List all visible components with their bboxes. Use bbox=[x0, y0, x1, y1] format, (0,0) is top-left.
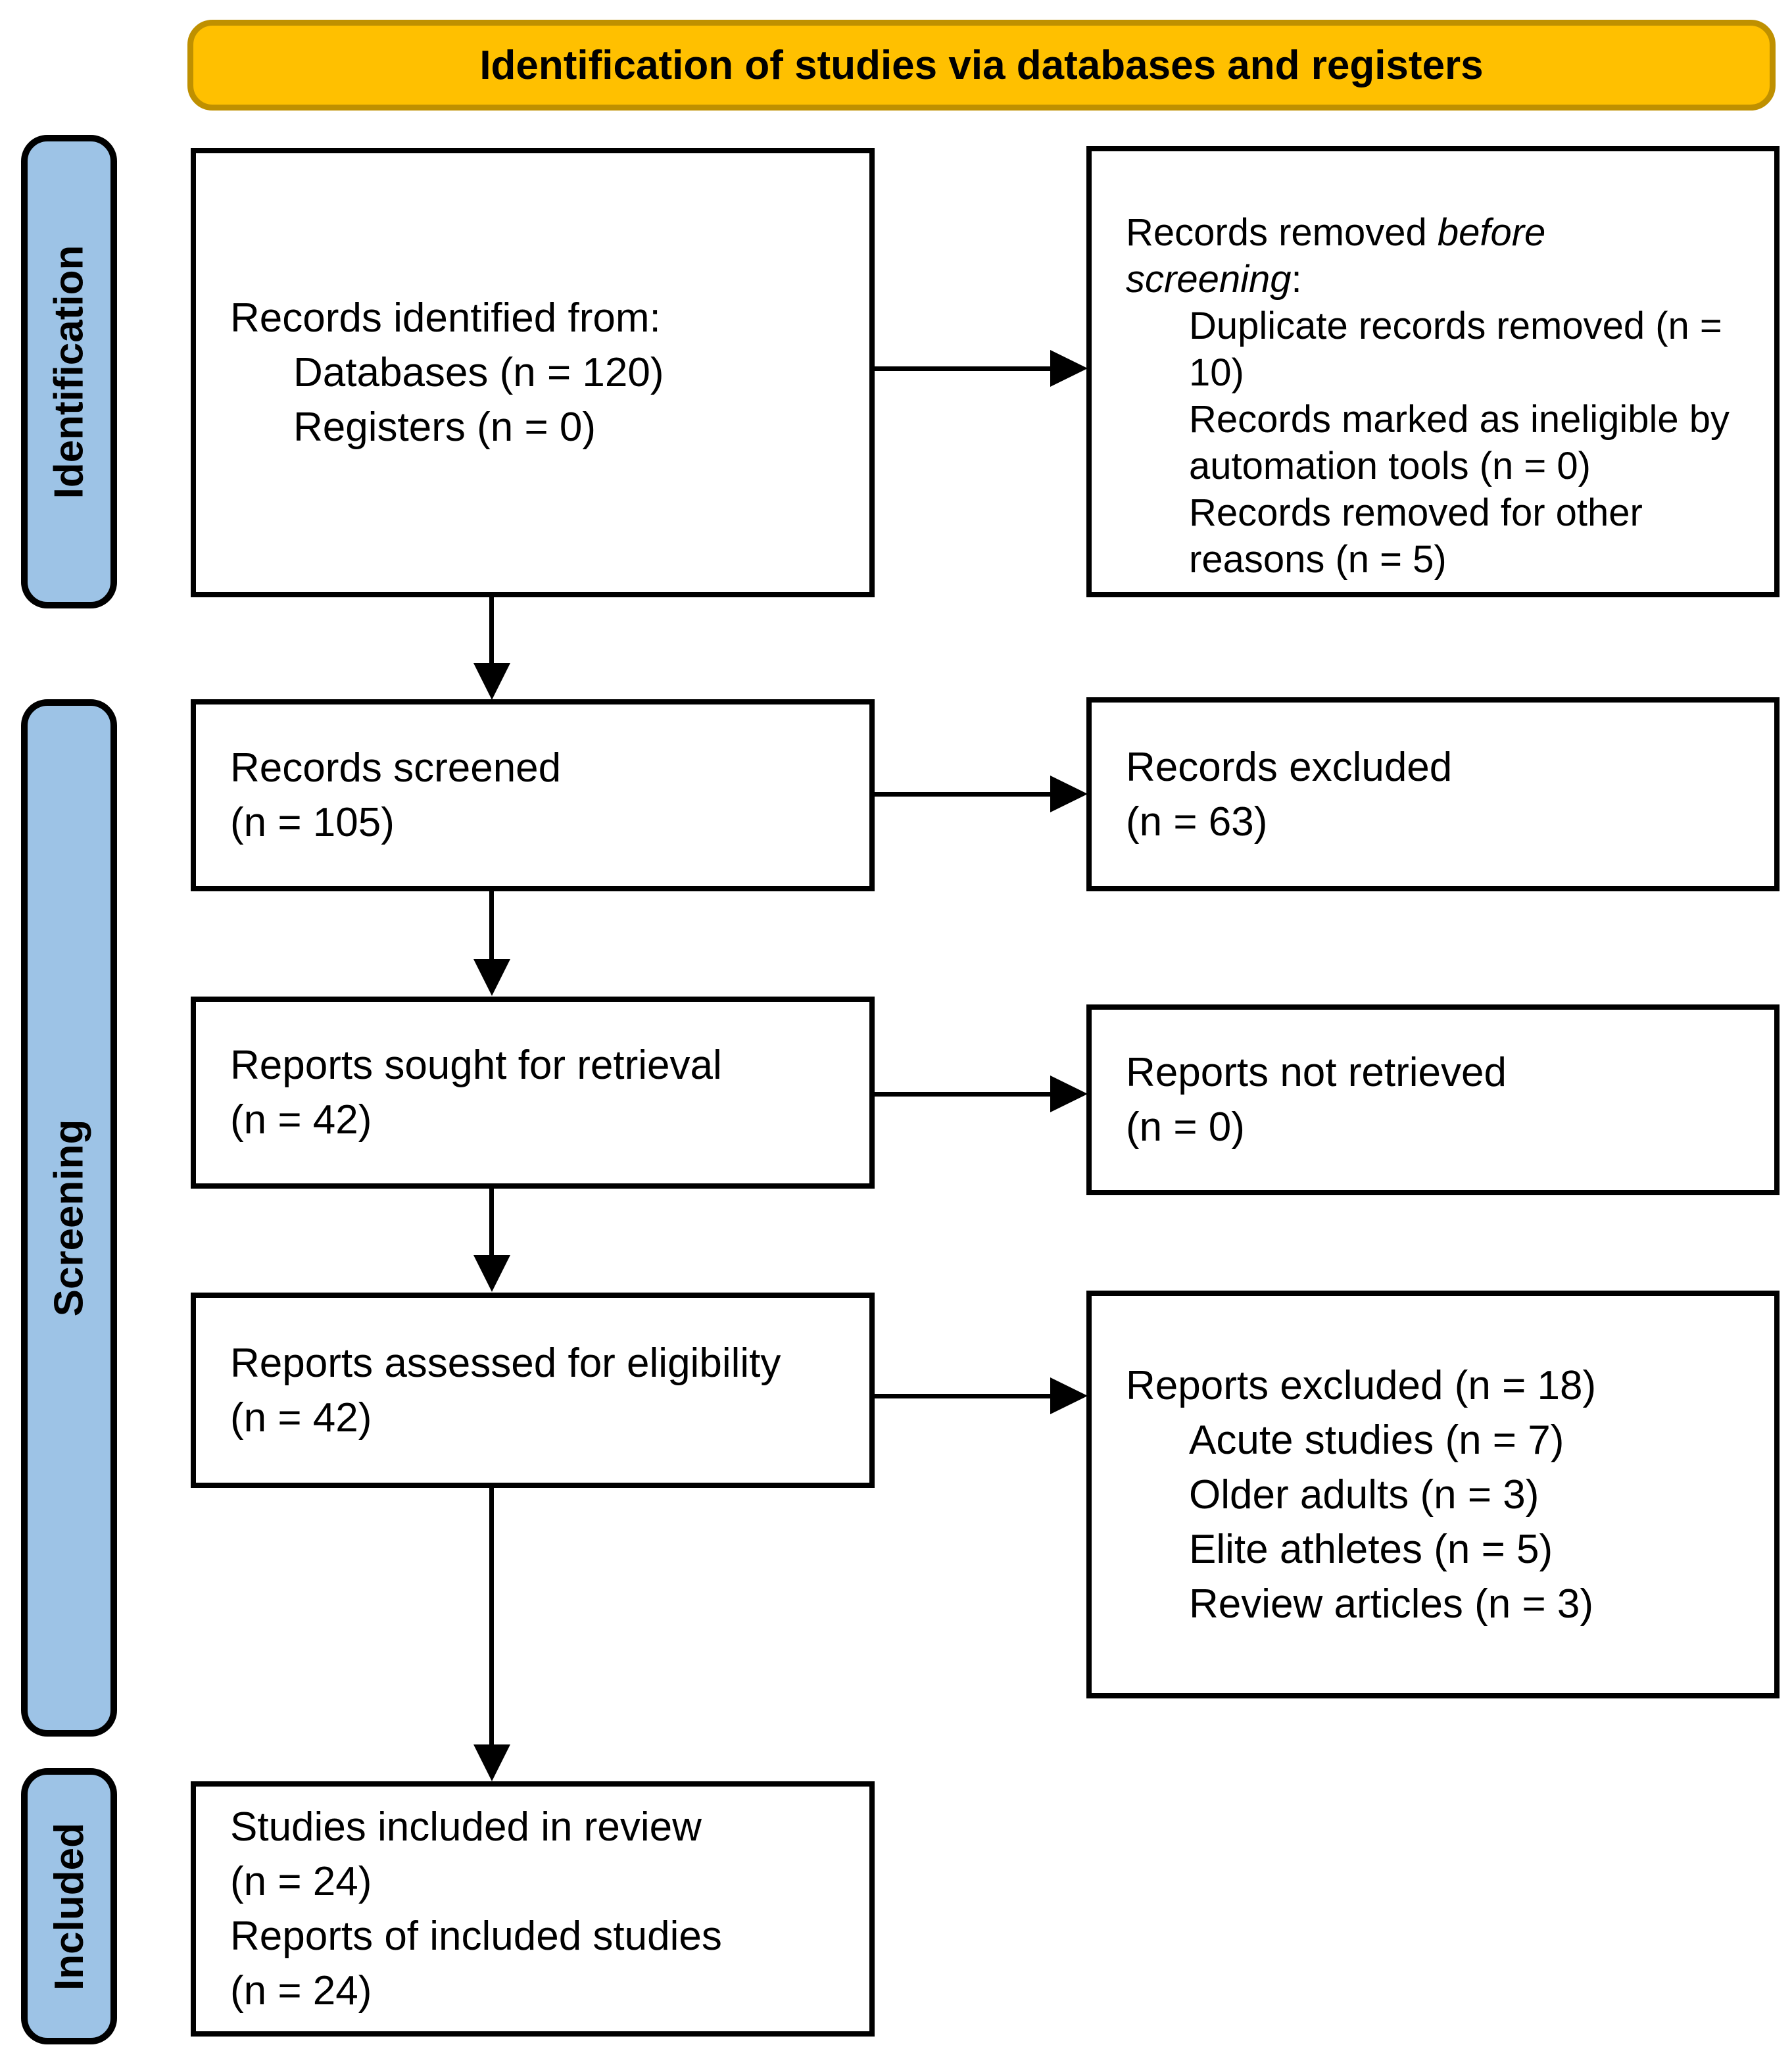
reports-sought-line: (n = 42) bbox=[230, 1097, 372, 1143]
records-excluded-line: Records excluded bbox=[1126, 744, 1453, 790]
records-removed-item: Records marked as ineligible by automati… bbox=[1189, 398, 1730, 487]
records-identified-item: Databases (n = 120) bbox=[293, 350, 664, 395]
stage-included: Included bbox=[21, 1768, 117, 2044]
reports-excluded-item: Acute studies (n = 7) bbox=[1189, 1417, 1564, 1463]
box-records-identified: Records identified from: Databases (n = … bbox=[191, 148, 875, 597]
box-reports-not-retrieved: Reports not retrieved (n = 0) bbox=[1086, 1004, 1780, 1195]
studies-included-line: Studies included in review bbox=[230, 1804, 702, 1850]
records-excluded-line: (n = 63) bbox=[1126, 799, 1268, 845]
stage-identification: Identification bbox=[21, 135, 117, 608]
arrowhead-down-icon bbox=[473, 663, 510, 700]
box-records-excluded: Records excluded (n = 63) bbox=[1086, 697, 1780, 891]
reports-not-retrieved-line: (n = 0) bbox=[1126, 1104, 1245, 1150]
reports-not-retrieved-line: Reports not retrieved bbox=[1126, 1050, 1507, 1095]
box-records-removed: Records removed before screening: Duplic… bbox=[1086, 146, 1780, 597]
reports-excluded-item: Review articles (n = 3) bbox=[1189, 1581, 1594, 1627]
stage-screening-label: Screening bbox=[46, 1119, 92, 1317]
arrowhead-down-icon bbox=[473, 959, 510, 996]
box-records-screened: Records screened (n = 105) bbox=[191, 699, 875, 891]
box-studies-included: Studies included in review (n = 24) Repo… bbox=[191, 1781, 875, 2037]
studies-included-line: Reports of included studies bbox=[230, 1914, 722, 1959]
records-removed-item: Records removed for other reasons (n = 5… bbox=[1189, 491, 1643, 581]
records-screened-line: Records screened bbox=[230, 745, 562, 791]
reports-excluded-intro: Reports excluded (n = 18) bbox=[1126, 1362, 1597, 1408]
stage-identification-label: Identification bbox=[46, 245, 92, 499]
header-title: Identification of studies via databases … bbox=[479, 42, 1484, 88]
studies-included-line: (n = 24) bbox=[230, 1968, 372, 2014]
reports-excluded-item: Older adults (n = 3) bbox=[1189, 1471, 1539, 1518]
box-reports-assessed: Reports assessed for eligibility (n = 42… bbox=[191, 1293, 875, 1488]
arrowhead-right-icon bbox=[1050, 350, 1088, 387]
reports-sought-line: Reports sought for retrieval bbox=[230, 1043, 722, 1088]
header-banner: Identification of studies via databases … bbox=[187, 20, 1776, 111]
stage-screening: Screening bbox=[21, 699, 117, 1737]
reports-excluded-item: Elite athletes (n = 5) bbox=[1189, 1526, 1553, 1572]
records-identified-item: Registers (n = 0) bbox=[293, 405, 596, 450]
box-reports-sought: Reports sought for retrieval (n = 42) bbox=[191, 997, 875, 1189]
reports-assessed-line: (n = 42) bbox=[230, 1395, 372, 1441]
stage-included-label: Included bbox=[46, 1822, 92, 1990]
arrowhead-right-icon bbox=[1050, 1377, 1088, 1414]
arrowhead-down-icon bbox=[473, 1255, 510, 1292]
records-removed-intro-line2: screening: bbox=[1126, 258, 1302, 301]
arrowhead-right-icon bbox=[1050, 1075, 1088, 1112]
box-reports-excluded: Reports excluded (n = 18) Acute studies … bbox=[1086, 1291, 1780, 1698]
records-removed-item: Duplicate records removed (n = 10) bbox=[1189, 305, 1722, 394]
reports-assessed-line: Reports assessed for eligibility bbox=[230, 1340, 781, 1386]
records-removed-intro-line1: Records removed before bbox=[1126, 211, 1546, 254]
records-identified-intro: Records identified from: bbox=[230, 295, 661, 341]
arrowhead-right-icon bbox=[1050, 776, 1088, 812]
records-screened-line: (n = 105) bbox=[230, 800, 395, 845]
arrowhead-down-icon bbox=[473, 1744, 510, 1781]
studies-included-line: (n = 24) bbox=[230, 1859, 372, 1904]
